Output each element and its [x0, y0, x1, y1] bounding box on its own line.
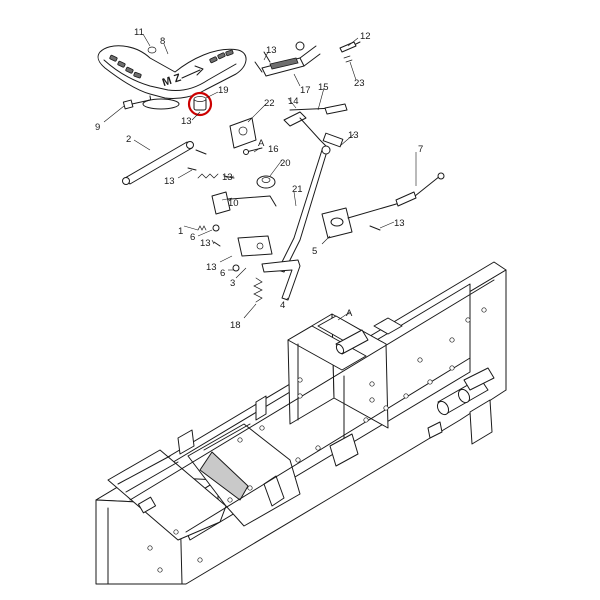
label-13-e: 13 — [222, 172, 233, 183]
part-20-collar — [256, 175, 276, 189]
label-7: 7 — [418, 144, 423, 155]
label-13-g: 13 — [206, 262, 217, 273]
part-12-pin — [339, 41, 361, 63]
label-13-h: 13 — [394, 218, 405, 229]
label-5: 5 — [312, 246, 317, 257]
label-1: 1 — [178, 226, 183, 237]
label-20: 20 — [280, 158, 291, 169]
part-4-rod — [261, 259, 301, 301]
label-A-top: A — [258, 138, 265, 149]
label-10: 10 — [228, 198, 239, 209]
label-17: 17 — [300, 85, 311, 96]
part-10-link — [211, 191, 277, 215]
label-13-c: 13 — [348, 130, 359, 141]
frame-assembly — [95, 261, 507, 585]
part-22-bracket — [229, 117, 257, 149]
part-16-pin — [243, 147, 263, 155]
part-2-shaft — [122, 141, 194, 185]
label-22: 22 — [264, 98, 275, 109]
part-14-rod — [283, 103, 348, 127]
label-3: 3 — [230, 278, 235, 289]
part-7-cable — [347, 172, 445, 219]
highlight-circle — [187, 91, 213, 117]
label-9: 9 — [95, 122, 100, 133]
label-18: 18 — [230, 320, 241, 331]
part-6-washer-a — [212, 224, 220, 232]
label-21: 21 — [292, 184, 303, 195]
label-6-b: 6 — [220, 268, 225, 279]
part-21-lever — [277, 145, 331, 273]
label-8: 8 — [160, 36, 165, 47]
pedal-assembly: M Z — [97, 45, 247, 110]
part-6-washer-b — [232, 264, 240, 272]
label-15: 15 — [318, 82, 329, 93]
part-11-oring — [147, 46, 157, 54]
part-1-spring — [197, 173, 219, 231]
leader-lines — [103, 33, 417, 321]
label-13-d: 13 — [164, 176, 175, 187]
label-13-f: 13 — [200, 238, 211, 249]
label-12: 12 — [360, 31, 371, 42]
label-6-a: 6 — [190, 232, 195, 243]
label-A-frame: A — [346, 308, 353, 319]
part-13-bracket-top — [254, 51, 271, 73]
label-2: 2 — [126, 134, 131, 145]
part-5-block — [321, 207, 353, 239]
label-14: 14 — [288, 96, 299, 107]
part-9-bolt — [122, 99, 151, 110]
label-11: 11 — [134, 27, 144, 38]
label-16: 16 — [268, 144, 279, 155]
pedal-marking: M Z — [161, 72, 183, 89]
part-15-handle — [299, 117, 344, 151]
part-labels: 11 8 9 19 13 13 12 17 23 14 15 22 2 A 16… — [95, 27, 423, 331]
part-3-arm — [237, 235, 273, 257]
part-17-grip-bar — [261, 41, 321, 77]
label-13-b: 13 — [266, 45, 277, 56]
part-19-bushing — [193, 96, 207, 111]
part-18-spring — [253, 277, 263, 303]
label-13-a: 13 — [181, 116, 192, 127]
label-19: 19 — [218, 85, 229, 96]
label-4: 4 — [280, 300, 285, 311]
label-23: 23 — [354, 78, 365, 89]
